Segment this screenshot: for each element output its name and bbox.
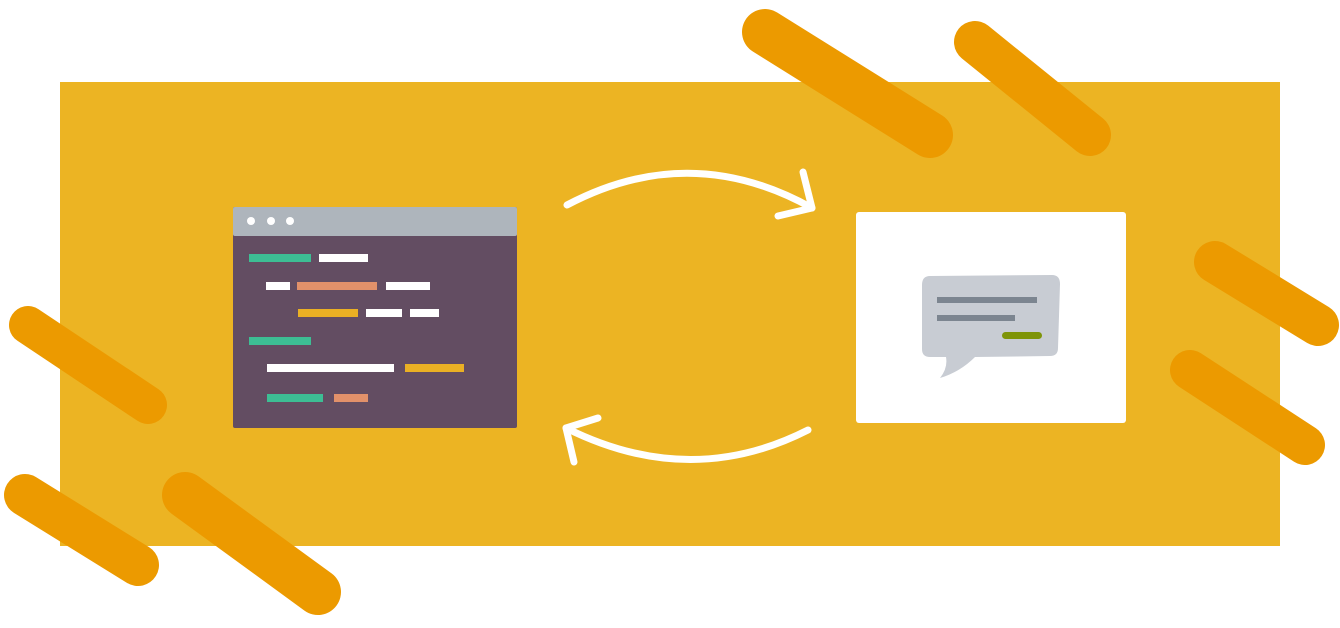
code-token (366, 309, 402, 317)
chat-accent-line (1002, 332, 1042, 339)
arrow-right-icon (563, 168, 816, 220)
code-token (298, 309, 358, 317)
code-editor-window-icon (233, 207, 517, 428)
brush-stroke (4, 474, 159, 586)
window-dot (286, 217, 294, 225)
brush-stroke (742, 9, 953, 158)
code-token (319, 254, 368, 262)
chat-bubble-icon (856, 212, 1126, 423)
window-dot (247, 217, 255, 225)
code-token (266, 282, 290, 290)
brush-stroke (1170, 350, 1325, 465)
brush-stroke (9, 306, 167, 424)
code-token (249, 254, 311, 262)
code-token (405, 364, 464, 372)
chat-text-line (937, 315, 1015, 321)
code-token (334, 394, 368, 402)
brush-stroke (954, 21, 1111, 156)
code-token (267, 394, 323, 402)
code-window-titlebar (233, 207, 517, 236)
code-token (267, 364, 394, 372)
brush-stroke (1194, 241, 1339, 346)
brush-stroke (162, 472, 341, 615)
code-window-body (233, 207, 517, 428)
chat-text-line (937, 297, 1037, 303)
arrow-left-icon (562, 414, 812, 466)
code-token (249, 337, 311, 345)
code-token (297, 282, 377, 290)
window-dot (267, 217, 275, 225)
code-token (410, 309, 439, 317)
brush-strokes (4, 9, 1339, 615)
code-token (386, 282, 430, 290)
code-lines (249, 254, 464, 402)
